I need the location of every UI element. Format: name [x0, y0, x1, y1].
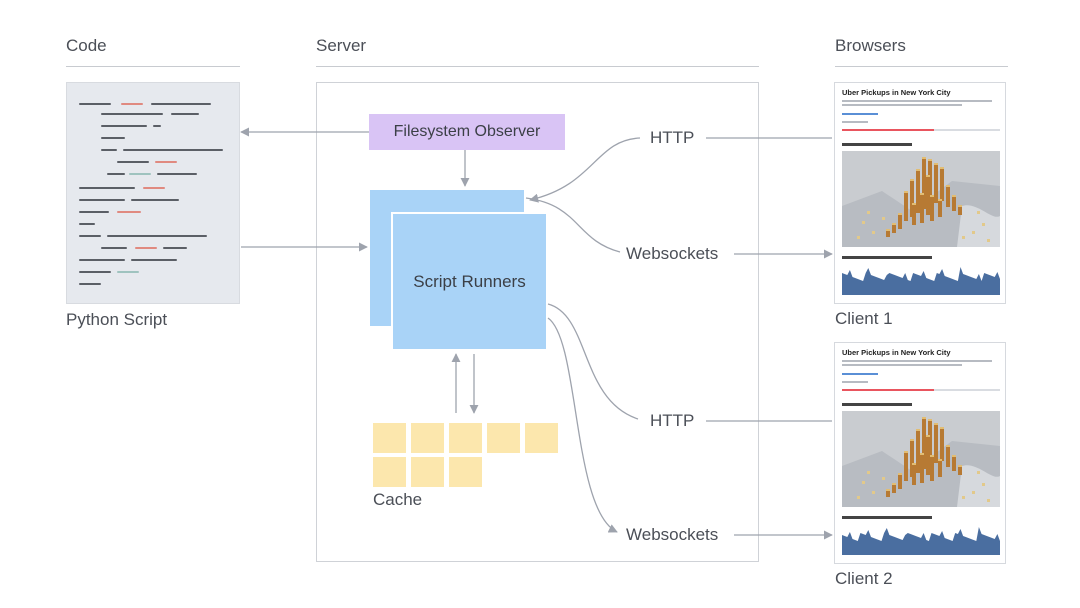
filesystem-observer-box: Filesystem Observer: [369, 114, 565, 150]
code-line: [117, 211, 141, 213]
code-line: [79, 271, 111, 273]
client-1-caption: Client 1: [835, 309, 893, 328]
http-label-1: HTTP: [650, 128, 695, 148]
minute-breakdown-chart: [842, 523, 1000, 555]
code-line: [101, 125, 147, 127]
code-line: [101, 113, 163, 115]
http-label-2: HTTP: [650, 411, 695, 431]
script-runners-box: Script Runners: [391, 212, 546, 349]
code-line: [101, 247, 127, 249]
websockets-label-1: Websockets: [626, 244, 719, 264]
section-rule-server: [316, 66, 759, 67]
runners-to-websockets1-line: [525, 197, 621, 253]
websockets-label-2: Websockets: [626, 525, 719, 545]
chart-heading: [842, 256, 932, 259]
slider-label: [842, 121, 868, 123]
filesystem-observer-label: Filesystem Observer: [393, 123, 541, 140]
code-line: [131, 199, 179, 201]
geo-map: [842, 411, 1000, 507]
source-link: [842, 373, 878, 375]
cache-cell: [525, 423, 558, 453]
paragraph-line: [842, 100, 992, 102]
slider-label: [842, 381, 868, 383]
cache-cell: [373, 457, 406, 487]
code-line: [155, 161, 177, 163]
code-line: [153, 125, 161, 127]
map-heading: [842, 143, 912, 146]
code-line: [143, 187, 165, 189]
client-2-browser: Uber Pickups in New York City: [834, 342, 1006, 564]
http1-to-runners-arrow: [529, 137, 641, 203]
code-line: [101, 149, 117, 151]
client-1-browser: Uber Pickups in New York City: [834, 82, 1006, 304]
minute-breakdown-chart: [842, 263, 1000, 295]
paragraph-line: [842, 104, 962, 106]
code-line: [117, 271, 139, 273]
code-line: [79, 199, 125, 201]
section-rule-code: [66, 66, 240, 67]
client-2-app-title: Uber Pickups in New York City: [842, 348, 951, 357]
geo-map: [842, 151, 1000, 247]
script-runners-label: Script Runners: [413, 271, 526, 291]
code-line: [157, 173, 197, 175]
code-line: [131, 259, 177, 261]
section-title-browsers: Browsers: [835, 36, 906, 55]
code-line: [123, 149, 223, 151]
code-line: [79, 211, 109, 213]
code-line: [101, 137, 125, 139]
cache-cell: [449, 423, 482, 453]
code-line: [135, 247, 157, 249]
paragraph-line: [842, 364, 962, 366]
hour-slider-track: [934, 129, 1000, 131]
cache-cell: [449, 457, 482, 487]
section-title-server: Server: [316, 36, 367, 55]
code-line: [163, 247, 187, 249]
code-line: [79, 235, 101, 237]
cache-cell: [373, 423, 406, 453]
client-1-app-title: Uber Pickups in New York City: [842, 88, 951, 97]
cache-cell: [411, 457, 444, 487]
code-line: [79, 283, 101, 285]
code-line: [171, 113, 199, 115]
code-line: [79, 259, 125, 261]
code-line: [79, 187, 135, 189]
hour-slider-track: [934, 389, 1000, 391]
code-line: [121, 103, 143, 105]
map-heading: [842, 403, 912, 406]
code-line: [107, 173, 125, 175]
runners-to-http2-line: [547, 303, 639, 420]
code-line: [129, 173, 151, 175]
runners-to-websockets2-arrow: [547, 317, 618, 533]
chart-heading: [842, 516, 932, 519]
cache-cell: [411, 423, 444, 453]
code-line: [117, 161, 149, 163]
hour-slider-filled: [842, 129, 934, 131]
python-script-panel: [66, 82, 240, 304]
client-2-caption: Client 2: [835, 569, 893, 588]
cache-label: Cache: [373, 490, 423, 509]
section-title-code: Code: [66, 36, 107, 55]
section-rule-browsers: [835, 66, 1008, 67]
hour-slider-filled: [842, 389, 934, 391]
code-line: [79, 103, 111, 105]
code-line: [79, 223, 95, 225]
paragraph-line: [842, 360, 992, 362]
cache-cell: [487, 423, 520, 453]
server-box: [316, 82, 759, 562]
code-line: [151, 103, 211, 105]
python-script-caption: Python Script: [66, 310, 168, 329]
code-line: [107, 235, 207, 237]
source-link: [842, 113, 878, 115]
